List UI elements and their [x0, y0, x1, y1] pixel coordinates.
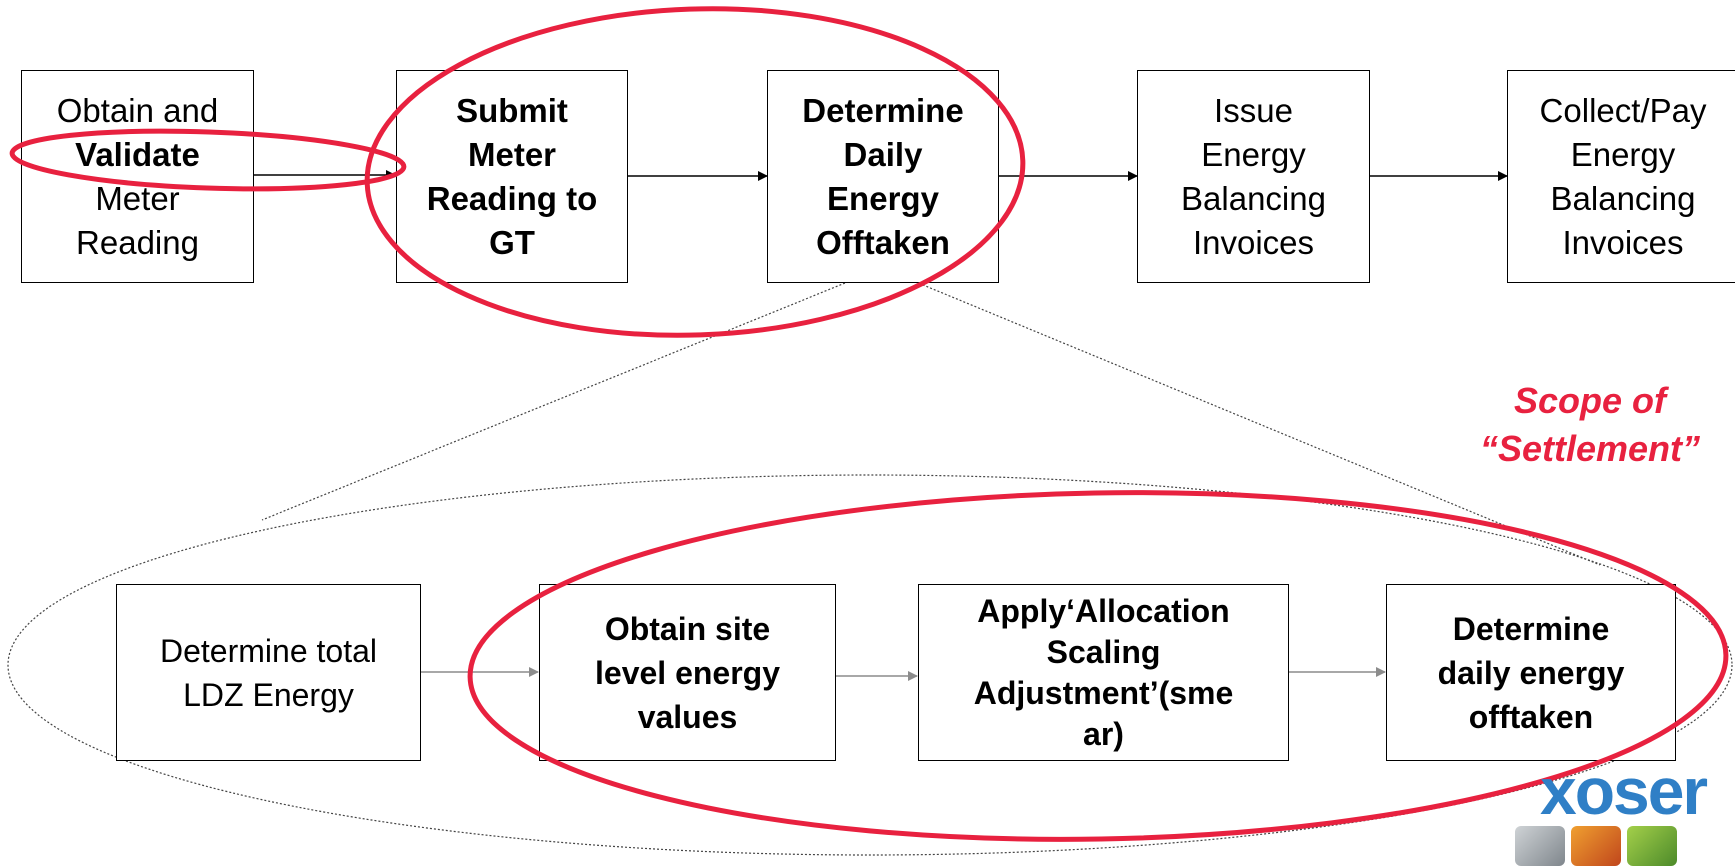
step-label-line: Meter [467, 135, 557, 173]
step-obtain-validate: Obtain and Validate Meter Reading [21, 70, 254, 283]
detail-ellipse [7, 474, 1733, 856]
field-thumbnail [1627, 826, 1677, 866]
step-label-line: level energy [595, 654, 780, 691]
highlight-submit-determine [364, 6, 1026, 338]
step-submit-reading: Submit Meter Reading to GT [396, 70, 628, 283]
step-label-line: Adjustment’(sme [973, 674, 1234, 711]
step-label-line: Submit [456, 91, 568, 129]
step-label-line: ar) [1083, 715, 1124, 752]
step-label-line: daily energy [1437, 654, 1625, 691]
meter-thumbnail [1515, 826, 1565, 866]
step-label-line: Collect/Pay [1539, 91, 1707, 129]
step-label-line: Energy [1201, 135, 1306, 173]
step-label-line: Offtaken [816, 223, 950, 261]
step-label-line: Energy [1570, 135, 1676, 173]
step-label-line: Validate [75, 135, 200, 173]
step-label-line: Reading [76, 223, 199, 261]
zoom-line-right [881, 267, 1601, 566]
step-label-line: Invoices [1562, 223, 1684, 261]
step-label-line: Daily [843, 135, 923, 173]
scope-line-1: Scope of [1513, 380, 1666, 421]
step-issue-invoices: Issue Energy Balancing Invoices [1137, 70, 1370, 283]
highlight-settlement-steps [467, 490, 1729, 842]
step-label-line: LDZ Energy [183, 676, 354, 713]
step-label-line: Invoices [1192, 223, 1315, 261]
zoom-line-left [261, 267, 883, 521]
step-label-line: Balancing [1550, 179, 1696, 217]
step-label-line: Energy [827, 179, 939, 217]
step-collect-pay: Collect/Pay Energy Balancing Invoices [1507, 70, 1735, 283]
step-allocation-scaling: Apply‘Allocation Scaling Adjustment’(sme… [918, 584, 1289, 761]
step-label-line: Obtain and [56, 91, 219, 129]
step-site-level-energy: Obtain site level energy values [539, 584, 836, 761]
company-logo: xoser [1540, 754, 1708, 828]
scope-of-settlement-label: Scope of “Settlement” [1440, 377, 1735, 473]
step-determine-daily: Determine Daily Energy Offtaken [767, 70, 999, 283]
step-label-line: offtaken [1468, 698, 1594, 735]
step-label-line: Reading to [426, 179, 598, 217]
step-label-line: Obtain site [604, 610, 771, 647]
step-label-line: Determine total [160, 632, 377, 669]
step-label-line: Scaling [1046, 633, 1161, 670]
step-label-line: Apply‘Allocation [977, 592, 1230, 629]
step-label-line: values [637, 698, 738, 735]
step-label-line: Determine [802, 91, 964, 129]
step-label-line: GT [489, 223, 535, 261]
scope-line-2: “Settlement” [1479, 428, 1701, 469]
step-label-line: Balancing [1181, 179, 1326, 217]
highlight-validate [9, 128, 407, 192]
highway-thumbnail [1571, 826, 1621, 866]
step-label-line: Determine [1452, 610, 1610, 647]
step-daily-energy-offtaken: Determine daily energy offtaken [1386, 584, 1676, 761]
step-label-line: Issue [1214, 91, 1293, 129]
step-total-ldz-energy: Determine total LDZ Energy [116, 584, 421, 761]
